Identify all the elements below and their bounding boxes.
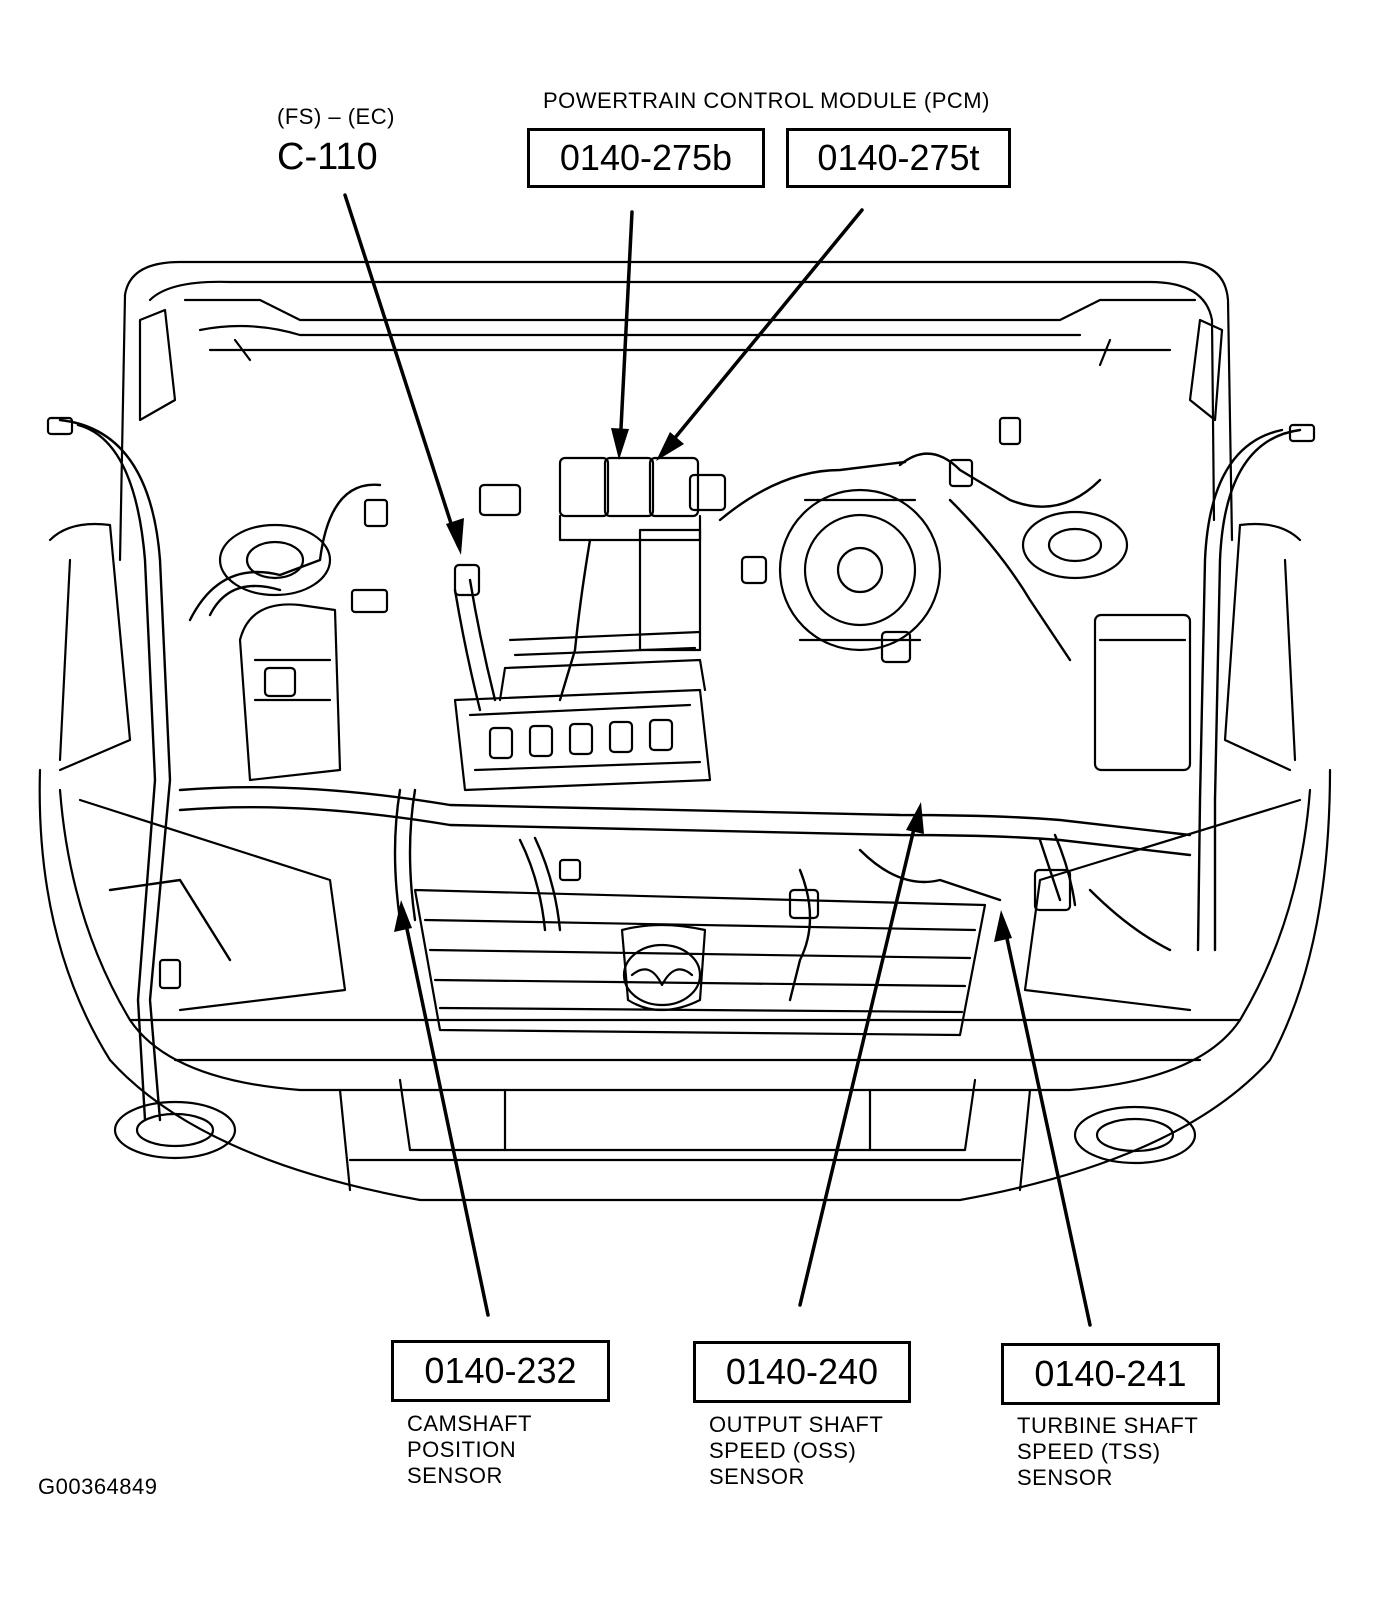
front-bumper: [38, 768, 1332, 1202]
tss-arrowhead: [994, 910, 1012, 942]
oss-desc-line: SPEED (OSS): [709, 1438, 857, 1463]
pcm-b-leader: [618, 210, 634, 450]
tss-leader: [1001, 918, 1092, 1327]
cmp-desc-line: SENSOR: [407, 1463, 503, 1488]
emblem: [620, 923, 707, 1011]
cmp-description: CAMSHAFT POSITION SENSOR: [407, 1411, 532, 1489]
callout-oss: 0140-240: [693, 1341, 911, 1403]
battery: [1093, 613, 1192, 772]
callout-pcm-t: 0140-275t: [786, 128, 1011, 188]
cmp-leader: [401, 908, 490, 1317]
fender-area: [48, 510, 1302, 772]
cmp-desc-line: POSITION: [407, 1437, 517, 1462]
tss-desc-line: SENSOR: [1017, 1465, 1113, 1490]
c110-subtitle: (FS) – (EC): [277, 104, 395, 129]
pcm-title: POWERTRAIN CONTROL MODULE (PCM): [543, 88, 990, 113]
engine: [453, 528, 712, 792]
oss-arrowhead: [906, 802, 924, 834]
wiring-harness: [58, 418, 1302, 1122]
tss-description: TURBINE SHAFT SPEED (TSS) SENSOR: [1017, 1413, 1198, 1491]
cmp-arrowhead: [394, 900, 412, 932]
pcm-b-arrowhead: [611, 428, 629, 460]
pcm-t-leader: [663, 208, 864, 452]
tss-desc-line: SPEED (TSS): [1017, 1439, 1161, 1464]
c110-label: C-110: [277, 136, 378, 178]
pcm-t-arrowhead: [656, 432, 684, 461]
pcm-connectors: [478, 456, 727, 542]
c110-leader: [343, 193, 460, 547]
grille: [413, 888, 987, 1037]
reservoir: [238, 603, 342, 782]
oss-desc-line: SENSOR: [709, 1464, 805, 1489]
harness-connectors: [46, 416, 1316, 990]
figure-id: G00364849: [38, 1474, 158, 1499]
oss-description: OUTPUT SHAFT SPEED (OSS) SENSOR: [709, 1412, 883, 1490]
brake-booster: [778, 488, 942, 652]
oss-desc-line: OUTPUT SHAFT: [709, 1412, 884, 1437]
c110-arrowhead: [446, 518, 464, 555]
callout-pcm-b: 0140-275b: [527, 128, 765, 188]
callout-tss: 0140-241: [1001, 1343, 1220, 1405]
cmp-desc-line: CAMSHAFT: [407, 1411, 532, 1436]
fog-lamps: [113, 1100, 1197, 1165]
tss-desc-line: TURBINE SHAFT: [1017, 1413, 1199, 1438]
callout-cmp: 0140-232: [391, 1340, 610, 1402]
cowl-outline: [118, 260, 1234, 562]
oss-leader: [798, 810, 920, 1307]
